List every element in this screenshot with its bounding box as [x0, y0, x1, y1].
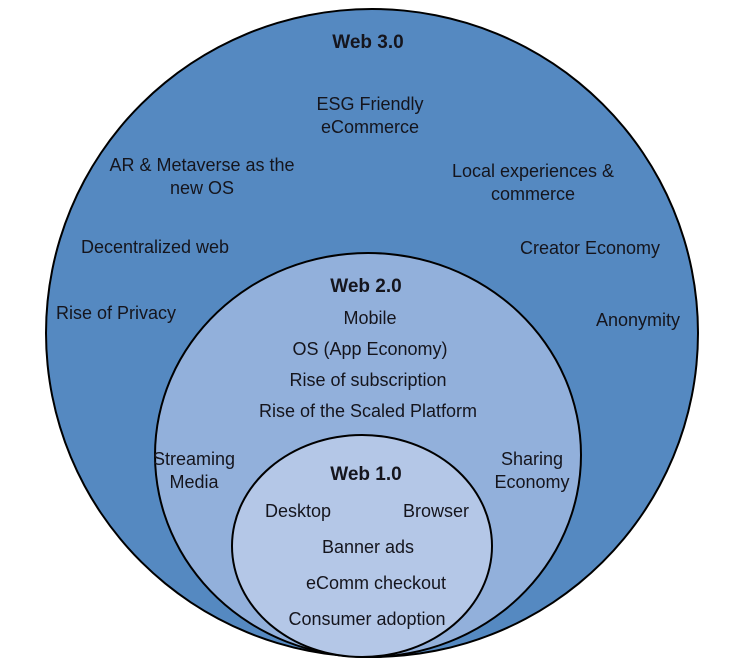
- label-os-app-economy: OS (App Economy): [292, 339, 448, 359]
- label-ecomm-checkout: eComm checkout: [305, 573, 447, 593]
- label-decentralized-web: Decentralized web: [80, 237, 230, 257]
- label-browser: Browser: [402, 501, 470, 521]
- label-mobile: Mobile: [343, 308, 397, 328]
- label-desktop: Desktop: [264, 501, 332, 521]
- label-streaming-media: Streaming Media: [152, 449, 236, 492]
- label-esg-friendly-ecommerce: ESG Friendly eCommerce: [316, 94, 424, 137]
- label-rise-of-scaled-platform: Rise of the Scaled Platform: [258, 401, 478, 421]
- label-sharing-economy: Sharing Economy: [494, 449, 570, 492]
- web3-title: Web 3.0: [332, 32, 404, 53]
- label-anonymity: Anonymity: [595, 310, 681, 330]
- label-consumer-adoption: Consumer adoption: [288, 609, 446, 629]
- web1-circle: [231, 434, 493, 658]
- label-rise-of-subscription: Rise of subscription: [289, 370, 447, 390]
- label-rise-of-privacy: Rise of Privacy: [55, 303, 177, 323]
- web1-title: Web 1.0: [330, 464, 402, 485]
- label-banner-ads: Banner ads: [321, 537, 415, 557]
- label-ar-metaverse-new-os: AR & Metaverse as the new OS: [109, 155, 295, 198]
- label-creator-economy: Creator Economy: [519, 238, 661, 258]
- web2-title: Web 2.0: [330, 276, 402, 297]
- label-local-experiences-commerce: Local experiences & commerce: [451, 161, 615, 204]
